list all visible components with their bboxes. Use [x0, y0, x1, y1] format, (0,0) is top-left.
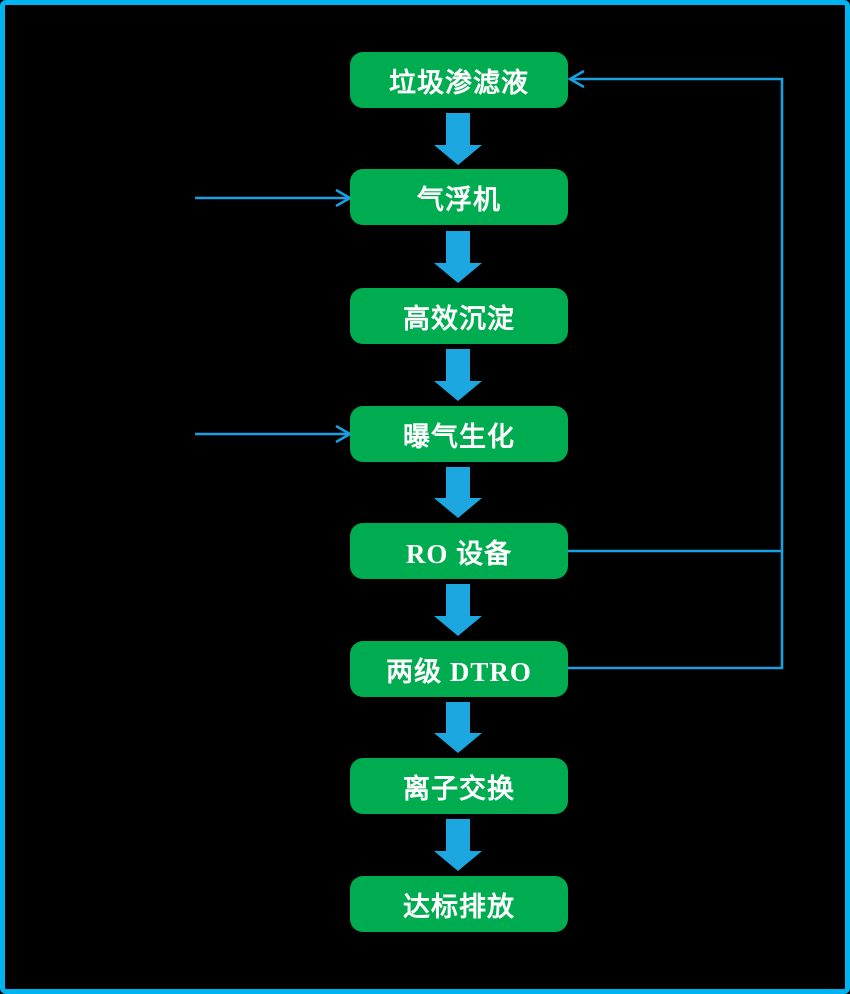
down-arrow-4	[434, 467, 482, 518]
node-high-efficiency-sedimentation: 高效沉淀	[350, 288, 568, 344]
down-arrow-1	[434, 113, 482, 165]
feedback-arrowhead-leachate	[567, 69, 585, 89]
down-arrow-6	[434, 702, 482, 753]
down-arrow-2	[434, 231, 482, 283]
node-standard-discharge: 达标排放	[350, 876, 568, 932]
node-ro-equipment: RO 设备	[350, 523, 568, 579]
node-ion-exchange: 离子交换	[350, 758, 568, 814]
node-two-stage-dtro: 两级 DTRO	[350, 641, 568, 697]
node-air-flotation: 气浮机	[350, 169, 568, 225]
down-arrow-5	[434, 584, 482, 636]
down-arrow-7	[434, 819, 482, 871]
node-aeration-biochemical: 曝气生化	[350, 406, 568, 462]
down-arrow-3	[434, 349, 482, 401]
node-leachate: 垃圾渗滤液	[350, 52, 568, 108]
